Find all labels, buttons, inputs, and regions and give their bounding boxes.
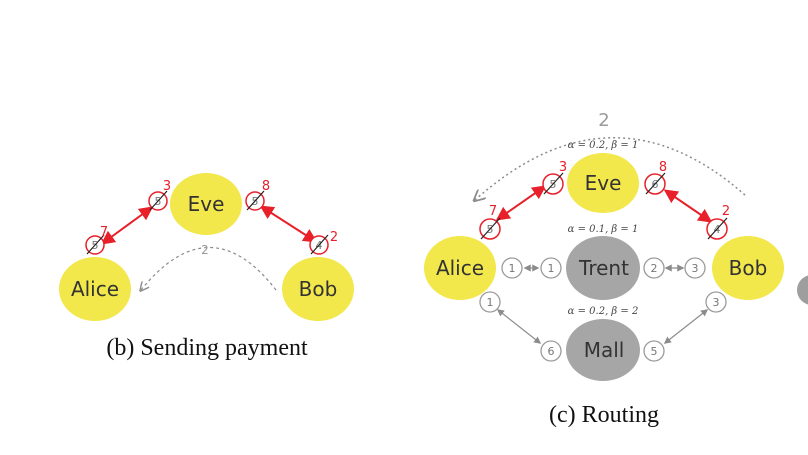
right-alice-label: Alice xyxy=(436,256,484,280)
right-balance-mall-alice: 6 xyxy=(540,340,562,362)
right-balance-bob-eve: 4 2 xyxy=(706,204,730,240)
svg-text:1: 1 xyxy=(487,296,494,309)
right-channel-alice-eve xyxy=(495,185,547,221)
svg-text:1: 1 xyxy=(548,262,555,275)
right-eve-node xyxy=(567,153,639,213)
right-channel-eve-bob xyxy=(663,189,713,223)
left-channel-alice-eve xyxy=(100,206,154,245)
left-caption: (b) Sending payment xyxy=(106,335,308,361)
left-payment-arc xyxy=(141,246,277,291)
right-bob-label: Bob xyxy=(729,256,768,280)
right-mall-node xyxy=(566,319,640,381)
svg-text:2: 2 xyxy=(722,204,730,219)
right-balance-alice-mall: 1 xyxy=(479,291,501,313)
svg-text:8: 8 xyxy=(262,179,270,194)
svg-text:1: 1 xyxy=(509,262,516,275)
left-eve-label: Eve xyxy=(188,192,225,216)
left-eve-node xyxy=(170,173,242,235)
right-channel-mall-bob xyxy=(663,309,709,344)
right-trent-node xyxy=(566,236,640,300)
right-bob-node xyxy=(712,236,784,300)
left-payment-amount: 2 xyxy=(201,243,209,257)
svg-text:7: 7 xyxy=(489,204,497,219)
eve-params: α = 0.2, β = 1 xyxy=(568,140,639,151)
left-balance-alice-side: 5 7 xyxy=(85,225,108,255)
svg-text:3: 3 xyxy=(713,296,720,309)
right-channel-alice-mall xyxy=(496,309,542,344)
left-channel-eve-bob xyxy=(259,205,318,243)
edge-scroll-indicator[interactable] xyxy=(797,275,808,305)
right-balance-trent-bob: 2 xyxy=(643,257,665,279)
left-alice-node xyxy=(59,257,131,321)
right-balance-trent-alice: 1 xyxy=(540,257,562,279)
svg-text:3: 3 xyxy=(559,160,567,175)
right-eve-label: Eve xyxy=(585,171,622,195)
right-caption: (c) Routing xyxy=(549,402,659,428)
svg-text:2: 2 xyxy=(330,230,338,245)
right-mall-label: Mall xyxy=(584,338,625,362)
svg-text:3: 3 xyxy=(163,179,171,194)
right-balance-bob-mall: 3 xyxy=(705,291,727,313)
left-bob-label: Bob xyxy=(299,277,338,301)
svg-text:7: 7 xyxy=(100,225,108,240)
right-alice-node xyxy=(424,236,496,300)
left-balance-eve-bob-side: 5 8 xyxy=(245,179,270,211)
right-balance-alice-eve: 5 7 xyxy=(479,204,501,240)
trent-params: α = 0.1, β = 1 xyxy=(568,224,639,235)
svg-text:6: 6 xyxy=(548,345,555,358)
svg-text:8: 8 xyxy=(659,160,667,175)
right-balance-eve-alice: 5 3 xyxy=(542,160,567,195)
right-balance-bob-trent: 3 xyxy=(684,257,706,279)
right-payment-amount: 2 xyxy=(598,110,609,131)
right-diagram: 2 α = 0.2, β = 1 α = 0.1, β = 1 α = 0.2,… xyxy=(424,110,784,428)
right-balance-alice-trent: 1 xyxy=(501,257,523,279)
right-payment-arc xyxy=(475,137,746,200)
svg-text:5: 5 xyxy=(651,345,658,358)
right-trent-label: Trent xyxy=(578,256,629,280)
right-balance-mall-bob: 5 xyxy=(643,340,665,362)
left-diagram: Alice Eve Bob 5 7 5 3 5 8 4 2 xyxy=(59,173,354,361)
right-balance-eve-bob: 6 8 xyxy=(644,160,667,195)
left-bob-node xyxy=(282,257,354,321)
left-balance-eve-alice-side: 5 3 xyxy=(148,179,171,211)
svg-text:3: 3 xyxy=(692,262,699,275)
left-alice-label: Alice xyxy=(71,277,119,301)
mall-params: α = 0.2, β = 2 xyxy=(568,306,639,317)
left-balance-bob-side: 4 2 xyxy=(309,230,338,255)
svg-text:2: 2 xyxy=(651,262,658,275)
